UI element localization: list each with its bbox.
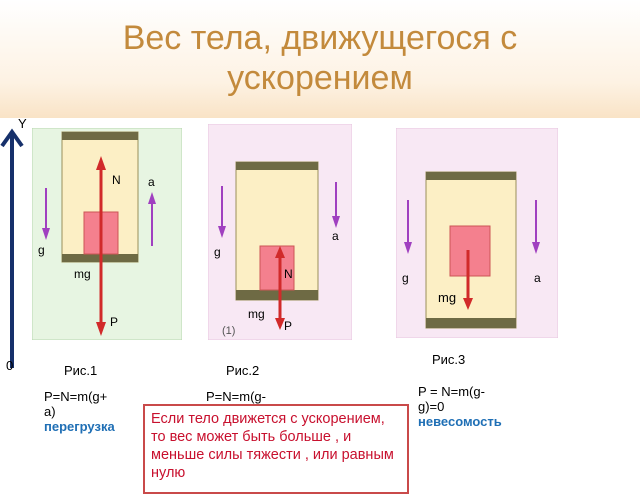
formula-line-2: g)=0 [418,399,445,414]
formula-line-1: P=N=m(g- [206,389,266,404]
origin-label: 0 [6,358,14,373]
gravity-g-label: g [402,271,409,285]
elevator-floor [426,318,516,328]
formula-line-1: P = N=m(g- [418,384,485,399]
figure-3-caption: Рис.3 [432,352,466,367]
figure-2-diagram: N a g mg P (1) [208,124,352,340]
elevator-ceiling [426,172,516,180]
formula-line-1: P=N=m(g+ [44,389,108,404]
figure-2-caption: Рис.2 [226,363,260,378]
y-axis [0,128,24,368]
force-mg-label: mg [74,267,91,281]
figure-number-label: (1) [222,325,235,337]
accel-a-label: a [332,229,339,243]
force-P-label: P [284,319,292,333]
force-P-label: P [110,315,118,329]
explanation-note: Если тело движется с ускорением, то вес … [143,404,409,494]
state-label: невесомость [418,414,502,429]
elevator-ceiling [62,132,138,140]
formula-line-2: a) [44,404,56,419]
force-mg-label: mg [248,307,265,321]
slide-title: Вес тела, движущегося с ускорением [0,18,640,98]
title-line-1: Вес тела, движущегося с [122,19,518,57]
force-N-label: N [284,267,293,281]
title-line-2: ускорением [227,59,413,97]
state-label: перегрузка [44,419,115,434]
accel-a-label: a [148,175,155,189]
accel-a-label: a [534,271,541,285]
gravity-g-label: g [214,245,221,259]
elevator-floor [236,290,318,300]
elevator-ceiling [236,162,318,170]
title-band [0,0,640,118]
force-mg-label: mg [438,290,456,305]
figure-1-diagram: N a g mg P [32,128,182,340]
force-N-label: N [112,173,121,187]
figure-1-caption: Рис.1 [64,363,98,378]
figure-1-formula: P=N=m(g+ a) перегрузка [44,389,144,434]
y-axis-label: Y [18,116,27,131]
gravity-g-label: g [38,243,45,257]
figure-3-diagram: a g mg [396,128,558,338]
figure-3-formula: P = N=m(g- g)=0 невесомость [418,384,518,429]
